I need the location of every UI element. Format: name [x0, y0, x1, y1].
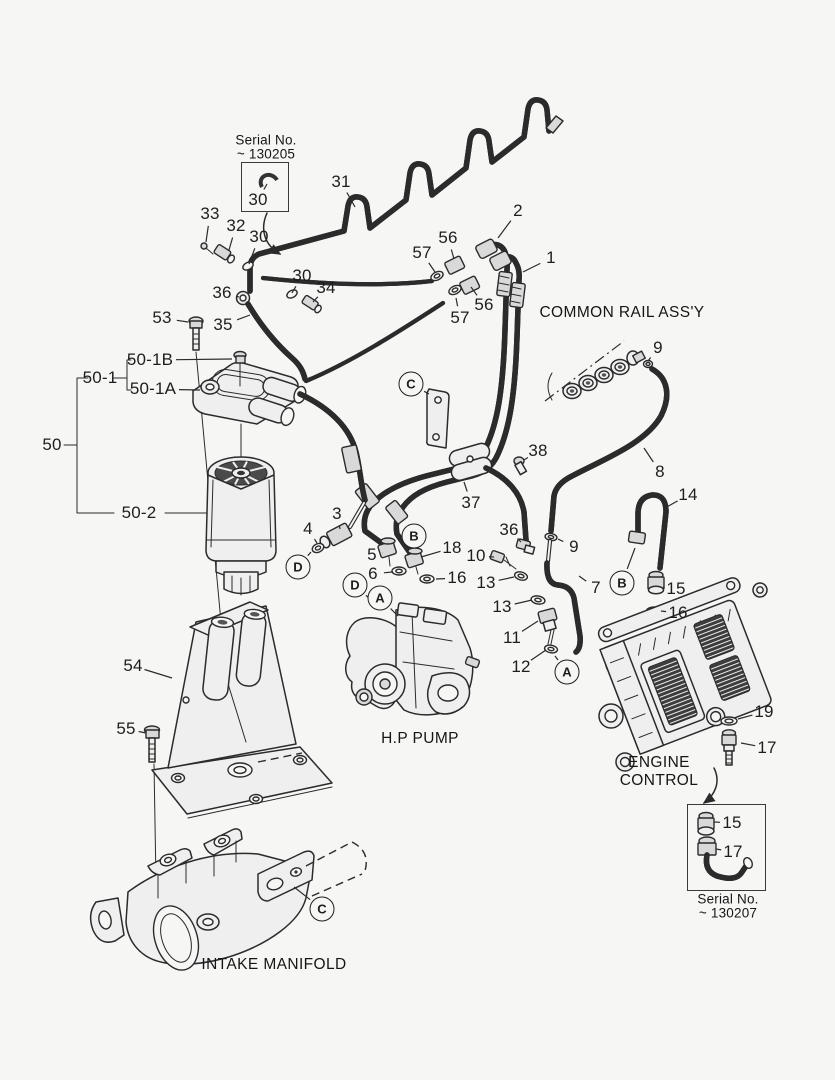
common-rail-assy: [544, 340, 654, 402]
mount-bracket-54: [143, 601, 333, 819]
caption-intake-manifold: INTAKE MANIFOLD: [201, 956, 347, 973]
group-50-brackets: [63, 359, 207, 514]
pipe-14: [627, 495, 669, 616]
filter-to-pump-hose: [297, 391, 368, 554]
serial-note-top-line2: ~ 130205: [236, 146, 296, 162]
serial-note-box-top: [241, 162, 289, 212]
serial-note-bottom-line1: Serial No.: [697, 891, 759, 907]
leakoff-lines: [483, 465, 580, 655]
serial-note-parts: [258, 172, 754, 878]
caption-engine-control-line1: ENGINE: [628, 754, 690, 771]
caption-hp-pump: H.P PUMP: [381, 730, 459, 747]
pump-fittings: [377, 537, 435, 584]
serial-note-top-line1: Serial No.: [235, 132, 297, 148]
intake-manifold: [89, 828, 367, 971]
serial-note-box-bottom: [687, 804, 766, 891]
caption-common-rail: COMMON RAIL ASS'Y: [539, 304, 705, 321]
caption-engine-control-line2: CONTROL: [619, 772, 699, 789]
fuel-filter-assy: [192, 350, 307, 596]
engine-control-unit: [597, 577, 772, 772]
bolt-53: [188, 316, 204, 351]
return-hose-8: [548, 366, 667, 534]
serial-note-bottom-line2: ~ 130207: [698, 905, 758, 921]
pipe-clamp-37: [426, 388, 528, 482]
hp-pump-body: [345, 602, 481, 716]
fuel-feed-lines: [245, 255, 481, 384]
